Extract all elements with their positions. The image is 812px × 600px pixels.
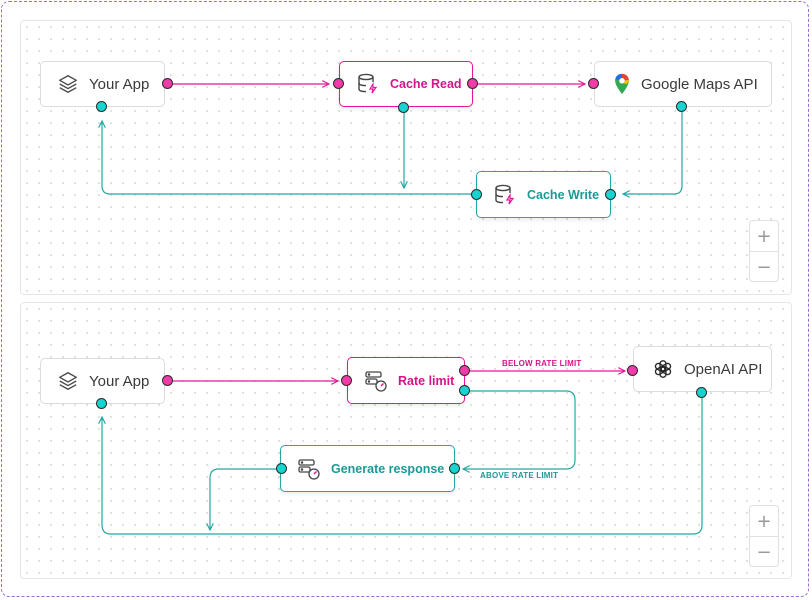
node-google-maps-api[interactable]: Google Maps API	[594, 61, 772, 107]
database-bolt-icon	[358, 73, 378, 94]
node-label: Generate response	[331, 461, 445, 476]
node-label: Cache Read	[390, 77, 462, 91]
zoom-in-button[interactable]: +	[756, 225, 772, 247]
port-app-out[interactable]	[162, 375, 173, 386]
node-rate-limit[interactable]: Rate limit	[347, 357, 465, 404]
node-label: Your App	[89, 372, 150, 390]
port-rate-below-out[interactable]	[459, 365, 470, 376]
layers-icon	[59, 75, 77, 93]
zoom-out-button[interactable]: −	[750, 536, 778, 567]
port-generate-out[interactable]	[276, 463, 287, 474]
node-label: Google Maps API	[641, 75, 758, 93]
openai-logo-icon	[654, 360, 672, 378]
zoom-in-button[interactable]: +	[756, 510, 772, 532]
port-cache-read-down[interactable]	[398, 102, 409, 113]
edge-label-above-rate-limit: ABOVE RATE LIMIT	[480, 471, 559, 480]
node-your-app[interactable]: Your App	[40, 358, 165, 404]
node-label: Your App	[89, 75, 150, 93]
node-label: Rate limit	[398, 373, 455, 388]
layers-icon	[59, 372, 77, 390]
port-rate-in[interactable]	[341, 375, 352, 386]
node-generate-response[interactable]: Generate response	[280, 445, 455, 492]
port-cache-write-out[interactable]	[471, 189, 482, 200]
port-app-in[interactable]	[96, 398, 107, 409]
google-maps-pin-icon	[615, 73, 629, 95]
port-cache-read-in[interactable]	[333, 78, 344, 89]
port-maps-in[interactable]	[588, 78, 599, 89]
database-bolt-icon	[495, 184, 515, 204]
diagram-panel-rate-limit	[20, 302, 792, 579]
port-app-in[interactable]	[96, 101, 107, 112]
node-openai-api[interactable]: OpenAI API	[633, 346, 772, 392]
port-openai-out[interactable]	[696, 387, 707, 398]
node-cache-write[interactable]: Cache Write	[476, 171, 611, 218]
port-generate-in[interactable]	[449, 463, 460, 474]
node-label: OpenAI API	[684, 360, 763, 378]
port-cache-write-in[interactable]	[605, 189, 616, 200]
zoom-controls: + −	[749, 220, 779, 282]
zoom-controls: + −	[749, 505, 779, 567]
port-cache-read-out[interactable]	[467, 78, 478, 89]
port-app-out[interactable]	[162, 78, 173, 89]
node-your-app[interactable]: Your App	[40, 61, 165, 107]
node-label: Cache Write	[527, 187, 600, 202]
port-rate-above-out[interactable]	[459, 385, 470, 396]
port-maps-out[interactable]	[676, 101, 687, 112]
zoom-out-button[interactable]: −	[750, 251, 778, 282]
port-openai-in[interactable]	[627, 365, 638, 376]
server-gauge-icon	[298, 458, 320, 480]
node-cache-read[interactable]: Cache Read	[339, 61, 473, 107]
server-gauge-icon	[365, 370, 387, 392]
edge-label-below-rate-limit: BELOW RATE LIMIT	[502, 359, 582, 368]
